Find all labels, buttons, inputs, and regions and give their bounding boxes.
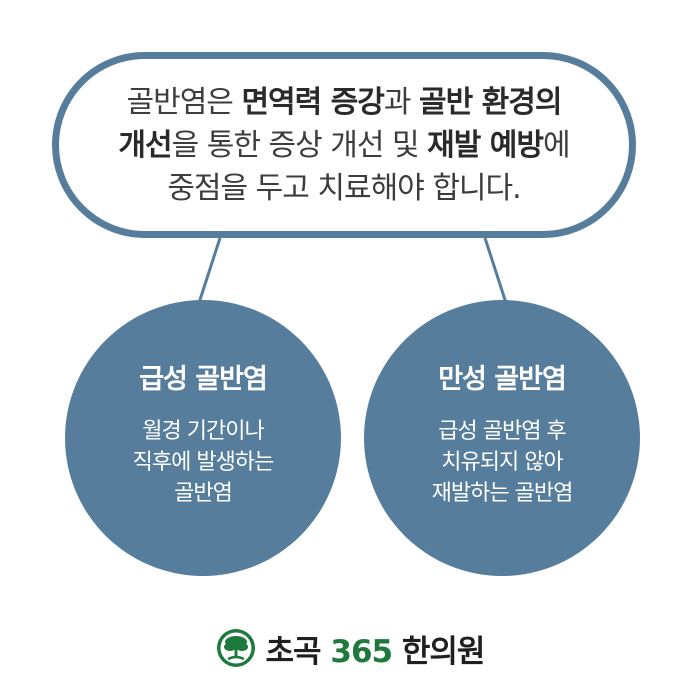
bubble-text-emphasis: 면역력 증강	[241, 84, 384, 120]
acute-pid-description: 월경 기간이나 직후에 발생하는 골반염	[65, 416, 341, 509]
acute-pid-title: 급성 골반염	[139, 364, 268, 395]
connector-left	[196, 237, 222, 307]
chronic-pid-line: 급성 골반염 후	[438, 419, 566, 444]
tree-logo-icon	[216, 629, 255, 667]
acute-pid-circle: 급성 골반염 월경 기간이나 직후에 발생하는 골반염	[65, 300, 341, 576]
bubble-text-segment: 중점을 두고 치료해야 합니다.	[167, 170, 521, 206]
bubble-text-emphasis: 재발 예방	[427, 127, 544, 163]
chronic-pid-title: 만성 골반염	[438, 364, 567, 395]
chronic-pid-description: 급성 골반염 후 치유되지 않아 재발하는 골반염	[364, 416, 640, 509]
clinic-footer: 초곡 365 한의원	[0, 623, 700, 673]
chronic-pid-line: 치유되지 않아	[441, 450, 563, 475]
bubble-text-segment: 을 통한 증상 개선 및	[171, 127, 428, 163]
clinic-name-number: 365	[330, 633, 393, 670]
bubble-text-emphasis: 개선	[118, 127, 172, 163]
connector-right	[483, 237, 509, 307]
bubble-text-segment: 골반염은	[126, 84, 242, 120]
chronic-pid-circle: 만성 골반염 급성 골반염 후 치유되지 않아 재발하는 골반염	[364, 300, 640, 576]
clinic-name-prefix: 초곡	[265, 633, 331, 670]
acute-pid-line: 직후에 발생하는	[132, 450, 275, 475]
bubble-text-emphasis: 골반 환경의	[419, 84, 562, 120]
clinic-name-suffix: 한의원	[392, 633, 486, 670]
acute-pid-line: 월경 기간이나	[142, 419, 264, 444]
acute-pid-line: 골반염	[174, 481, 233, 506]
clinic-name: 초곡 365 한의원	[265, 626, 486, 671]
chronic-pid-line: 재발하는 골반염	[431, 481, 574, 506]
bubble-text-segment: 에	[542, 127, 571, 163]
bubble-text-segment: 과	[383, 84, 420, 120]
